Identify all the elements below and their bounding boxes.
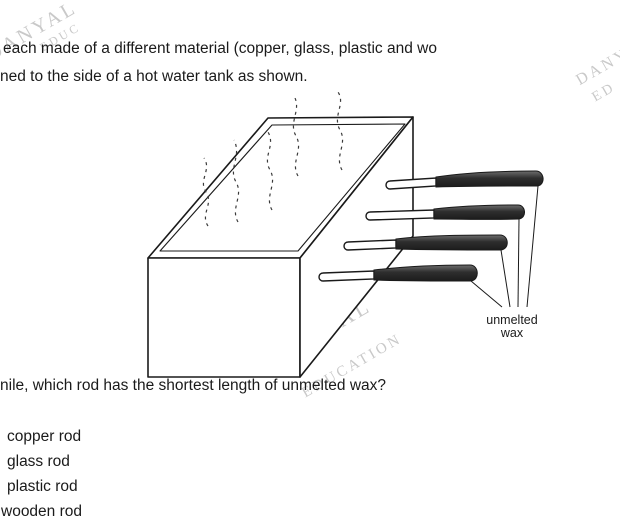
option-copper-rod: copper rod bbox=[7, 428, 82, 445]
rod-3 bbox=[343, 234, 508, 251]
unmelted-wax-label: unmelted wax bbox=[467, 314, 557, 340]
question-line-1: each made of a different material (coppe… bbox=[3, 40, 437, 57]
rod-2 bbox=[365, 204, 525, 221]
rod-1 bbox=[385, 170, 544, 190]
steam-wisps bbox=[202, 91, 344, 227]
label-unmelted: unmelted bbox=[486, 313, 538, 327]
tank-inner-rim bbox=[159, 123, 406, 252]
question-line-2: ned to the side of a hot water tank as s… bbox=[0, 68, 308, 85]
tank-front-face bbox=[147, 257, 301, 378]
rod-4 bbox=[318, 264, 478, 282]
question-prompt: nile, which rod has the shortest length … bbox=[0, 377, 387, 394]
option-wooden-rod: wooden rod bbox=[1, 503, 83, 520]
label-leader-lines bbox=[470, 185, 539, 308]
option-plastic-rod: plastic rod bbox=[7, 478, 78, 495]
label-wax: wax bbox=[500, 326, 524, 340]
option-glass-rod: glass rod bbox=[7, 453, 70, 470]
